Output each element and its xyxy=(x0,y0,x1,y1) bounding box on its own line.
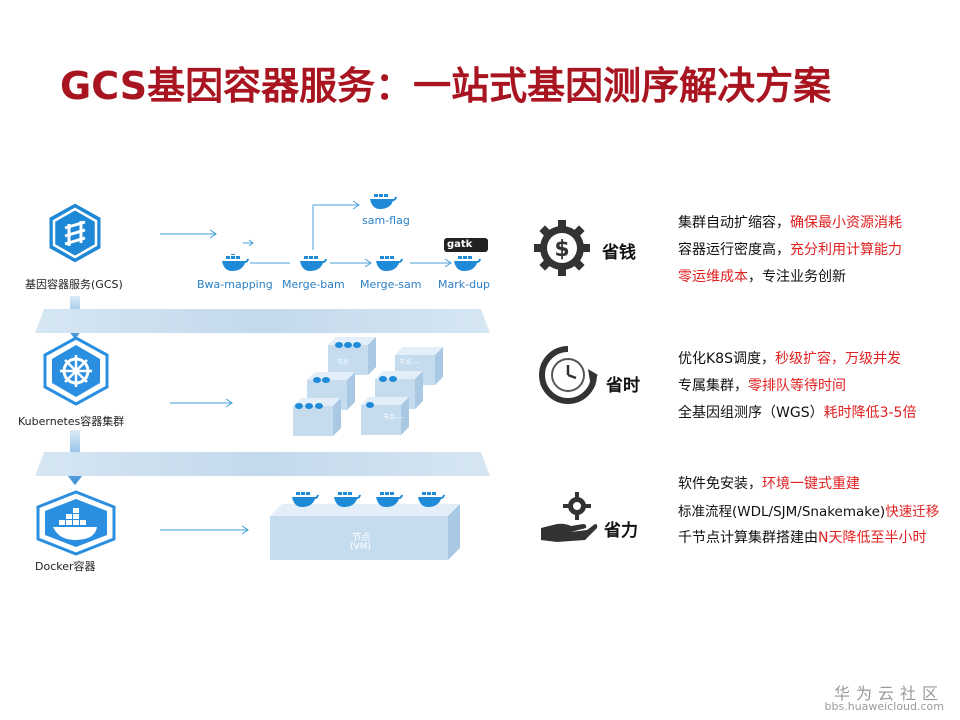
benefit-text: 专属集群， xyxy=(678,378,748,394)
docker-whale-icon xyxy=(376,256,403,271)
layer-band xyxy=(35,309,490,333)
benefit-text: ，专注业务创新 xyxy=(748,269,846,285)
gcs-label: 基因容器服务(GCS) xyxy=(25,278,123,291)
benefit-line: 软件免安装，环境一键式重建 xyxy=(678,473,860,493)
kubernetes-icon xyxy=(43,336,109,406)
docker-label: Docker容器 xyxy=(35,560,96,573)
k8s-label: Kubernetes容器集群 xyxy=(18,415,125,428)
pipeline-diagram xyxy=(243,200,452,268)
docker-whale-icon xyxy=(300,256,327,271)
pipeline-step-label: Merge-bam xyxy=(282,278,345,291)
docker-vm-node xyxy=(270,492,460,560)
clock-icon xyxy=(539,346,598,404)
benefit-line: 标准流程(WDL/SJM/Snakemake)快速迁移 xyxy=(678,500,939,520)
benefit-line: 全基因组测序（WGS）耗时降低3-5倍 xyxy=(678,402,916,422)
node-label: 节点---- xyxy=(399,359,420,366)
dollar-gear-icon: $ xyxy=(534,220,590,276)
footer-url: bbs.huaweicloud.com xyxy=(824,700,944,713)
benefit-category-cost: 省钱 xyxy=(602,243,636,263)
docker-whale-icon xyxy=(370,194,397,209)
pipeline-step-label: Merge-sam xyxy=(360,278,422,291)
benefit-text: 全基因组测序（WGS） xyxy=(678,405,824,421)
benefit-line: 零运维成本，专注业务创新 xyxy=(678,266,846,286)
gatk-logo-text: gatk xyxy=(447,239,473,250)
footer-brand: 华为云社区 xyxy=(833,684,944,703)
benefit-highlight: 秒级扩容，万级并发 xyxy=(774,351,901,367)
hand-gear-icon xyxy=(541,492,598,542)
svg-text:$: $ xyxy=(554,237,569,262)
layer-band xyxy=(35,452,490,476)
node-label: 节点---- xyxy=(383,414,404,421)
benefit-highlight: 零排队等待时间 xyxy=(748,378,846,394)
benefit-line: 千节点计算集群搭建由N天降低至半小时 xyxy=(678,527,926,547)
benefit-highlight: 零运维成本 xyxy=(678,269,748,285)
benefit-highlight: 环境一键式重建 xyxy=(762,476,860,492)
gatk-logo: gatk xyxy=(444,238,488,252)
benefit-text: 软件免安装， xyxy=(678,476,762,492)
right-arrow-icon xyxy=(160,525,249,535)
k8s-cluster-nodes xyxy=(293,337,443,436)
node-vm-label: (VM) xyxy=(350,542,371,552)
pipeline-branch-label: sam-flag xyxy=(362,214,410,227)
right-arrow-icon xyxy=(160,229,217,239)
docker-whale-icon xyxy=(222,254,249,271)
benefit-highlight: N天降低至半小时 xyxy=(818,530,927,546)
benefit-text: 优化K8S调度， xyxy=(678,351,775,367)
node-label: 节点 xyxy=(352,533,371,543)
gcs-hexagon-icon xyxy=(46,200,104,266)
benefit-text: 千节点计算集群搭建由 xyxy=(678,530,818,546)
benefit-line: 优化K8S调度，秒级扩容，万级并发 xyxy=(678,348,901,368)
benefit-line: 容器运行密度高，充分利用计算能力 xyxy=(678,239,902,259)
benefit-text: 容器运行密度高， xyxy=(678,242,790,258)
benefit-highlight: 充分利用计算能力 xyxy=(790,242,902,258)
pipeline-step-label: Bwa-mapping xyxy=(197,278,273,291)
benefit-highlight: 耗时降低3-5倍 xyxy=(823,405,917,421)
benefit-category-time: 省时 xyxy=(606,376,640,396)
benefit-category-effort: 省力 xyxy=(604,521,638,541)
benefit-line: 集群自动扩缩容，确保最小资源消耗 xyxy=(678,212,902,232)
benefit-highlight: 快速迁移 xyxy=(885,504,940,520)
benefit-text: 集群自动扩缩容， xyxy=(678,215,790,231)
benefit-highlight: 确保最小资源消耗 xyxy=(790,215,902,231)
right-arrow-icon xyxy=(170,398,233,408)
benefit-text: 标准流程(WDL/SJM/Snakemake) xyxy=(678,504,886,520)
page-title: GCS基因容器服务：一站式基因测序解决方案 xyxy=(60,64,832,108)
pipeline-step-label: Mark-dup xyxy=(438,278,491,291)
docker-whale-icon xyxy=(454,256,481,271)
benefit-line: 专属集群，零排队等待时间 xyxy=(678,375,846,395)
node-label: 节点 xyxy=(337,359,350,366)
docker-icon xyxy=(36,490,116,556)
